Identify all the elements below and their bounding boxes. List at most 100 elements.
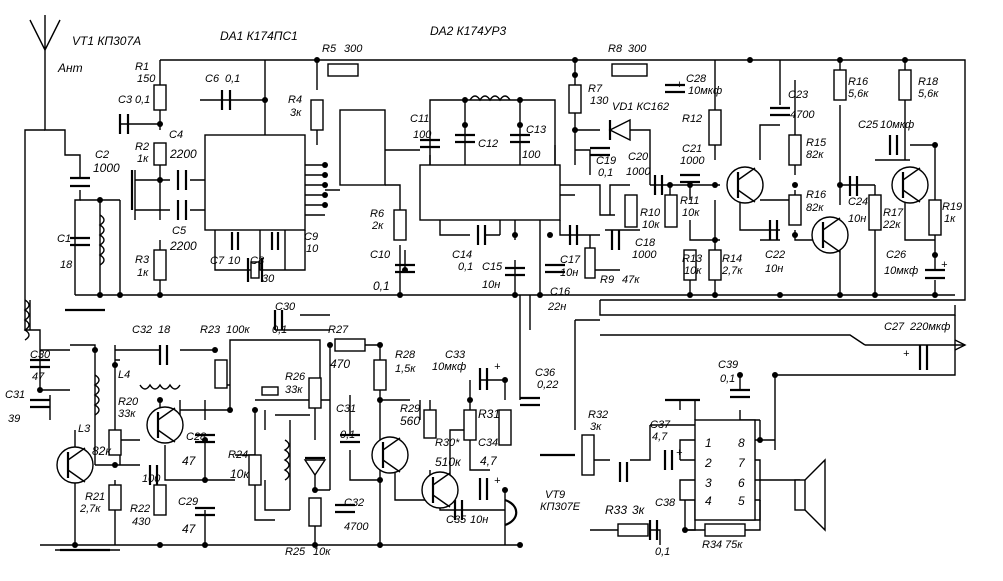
resistor-r17 bbox=[868, 194, 882, 231]
ref-c1: C1 bbox=[57, 233, 71, 245]
transistor-q5-icon bbox=[146, 406, 184, 444]
ref-c22: C22 bbox=[765, 249, 785, 261]
label-vt9-type: КП307Е bbox=[540, 501, 581, 513]
capacitor-c12 bbox=[455, 133, 475, 144]
val-r13: 10к bbox=[684, 265, 702, 277]
val-r18: 5,6к bbox=[918, 88, 939, 100]
ref-r8: R8 bbox=[608, 43, 623, 55]
capacitor-c7 bbox=[230, 232, 240, 250]
plus-c26: + bbox=[941, 259, 948, 271]
junctions bbox=[37, 57, 938, 548]
resistor-r22 bbox=[153, 484, 167, 516]
val-r32: 3к bbox=[590, 421, 602, 433]
capacitor-c37 bbox=[663, 450, 674, 470]
val-c17: 10н bbox=[560, 267, 578, 279]
resistor-r13 bbox=[708, 249, 722, 281]
ref-c32b: C32 bbox=[344, 497, 364, 509]
capacitor-coupling bbox=[618, 462, 629, 482]
speaker-icon bbox=[794, 458, 826, 532]
ref-r5: R5 bbox=[322, 43, 337, 55]
ref-r2: R2 bbox=[135, 141, 149, 153]
ref-r33: R33 bbox=[605, 503, 627, 517]
capacitor-c22 bbox=[768, 220, 779, 240]
ref-r32: R32 bbox=[588, 409, 608, 421]
ref-r30: R30* bbox=[435, 437, 460, 449]
ref-r23: R23 bbox=[200, 324, 221, 336]
val-c38: 0,1 bbox=[655, 546, 670, 558]
capacitor-c10 bbox=[395, 263, 415, 274]
ref-c30a: C30 bbox=[30, 349, 51, 361]
capacitor-c19 bbox=[590, 146, 610, 157]
resistor-r15 bbox=[788, 134, 802, 166]
ref-r11: R11 bbox=[680, 195, 699, 207]
val-c3: 0,1 bbox=[135, 94, 150, 106]
ref-c24: C24 bbox=[848, 196, 868, 208]
val-r22: 430 bbox=[132, 516, 151, 528]
ref-c26: C26 bbox=[886, 249, 907, 261]
val-c22: 10н bbox=[765, 263, 783, 275]
ground-symbols bbox=[60, 308, 700, 552]
val-c28: 10мкф bbox=[688, 85, 722, 97]
resistor-r16a bbox=[833, 69, 847, 101]
val-c30b: 0,1 bbox=[272, 324, 287, 336]
capacitor-c14 bbox=[476, 225, 487, 245]
capacitor-c15 bbox=[505, 266, 525, 277]
ref-c5: C5 bbox=[172, 225, 187, 237]
val-r26: 33к bbox=[285, 384, 303, 396]
ref-r12: R12 bbox=[682, 113, 702, 125]
ref-c14: C14 bbox=[452, 249, 472, 261]
ic-da2 bbox=[419, 164, 561, 221]
val-r9: 47к bbox=[622, 274, 640, 286]
capacitor-c1 bbox=[70, 236, 90, 247]
val-r28: 1,5к bbox=[395, 363, 416, 375]
ref-r16b: R16 bbox=[806, 189, 827, 201]
ref-c37: C37 bbox=[650, 419, 671, 431]
filter-block bbox=[339, 109, 386, 186]
resistor-r27 bbox=[334, 338, 366, 352]
val-r27: 470 bbox=[330, 357, 350, 371]
ref-r7: R7 bbox=[588, 83, 603, 95]
capacitor-c4 bbox=[176, 170, 188, 190]
val-r14: 2,7к bbox=[721, 265, 743, 277]
resistor-r18 bbox=[898, 69, 912, 101]
val-r20: 33к bbox=[118, 408, 136, 420]
val-r16b: 82к bbox=[806, 202, 824, 214]
ref-c28: C28 bbox=[686, 73, 707, 85]
val-r7: 130 bbox=[590, 95, 609, 107]
val-c23: 4700 bbox=[790, 109, 815, 121]
inductor-l2-icon bbox=[469, 95, 511, 102]
val-c35: 10н bbox=[470, 514, 488, 526]
ref-r21: R21 bbox=[85, 491, 105, 503]
ref-r10: R10 bbox=[640, 207, 661, 219]
capacitor-c9 bbox=[270, 232, 280, 250]
pin-1: 1 bbox=[705, 436, 712, 450]
ref-c29: C29 bbox=[178, 496, 198, 508]
capacitor-c30a bbox=[30, 358, 50, 369]
capacitor-c24 bbox=[848, 176, 859, 196]
val-c21: 1000 bbox=[680, 155, 705, 167]
inductor-l1-icon bbox=[98, 214, 105, 266]
resistor-r34 bbox=[704, 523, 746, 537]
val-c2: 1000 bbox=[93, 161, 120, 175]
val-r25: 10к bbox=[313, 546, 331, 558]
capacitor-c11 bbox=[420, 138, 440, 149]
ref-r22: R22 bbox=[130, 503, 150, 515]
val-c6: 0,1 bbox=[225, 73, 240, 85]
capacitor-c35 bbox=[453, 500, 464, 520]
ref-c32a: C32 bbox=[132, 324, 152, 336]
ref-c3: C3 bbox=[118, 94, 133, 106]
ref-c17: C17 bbox=[560, 254, 581, 266]
resistor-r28 bbox=[373, 359, 387, 391]
labels: VT1 КП307А DA1 К174ПС1 DA2 К174УР3 Ант V… bbox=[5, 24, 962, 558]
resistor-r16b bbox=[788, 194, 802, 226]
label-da2: DA2 К174УР3 bbox=[430, 24, 506, 38]
val-r10: 10к bbox=[642, 219, 660, 231]
capacitor-c36 bbox=[520, 396, 540, 407]
ref-c39: C39 bbox=[718, 359, 738, 371]
capacitor-c25 bbox=[888, 135, 899, 155]
ref-c16: C16 bbox=[550, 286, 571, 298]
capacitor-c13 bbox=[510, 133, 530, 144]
capacitor-c23 bbox=[770, 106, 790, 117]
val-c25: 10мкф bbox=[880, 119, 914, 131]
